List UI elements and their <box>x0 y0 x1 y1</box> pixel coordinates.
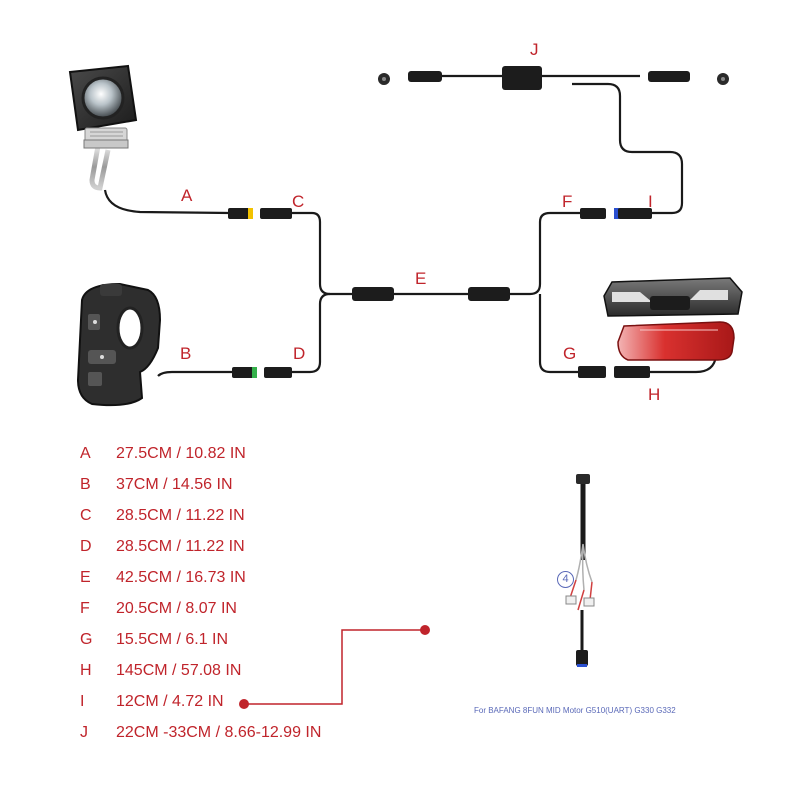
measurement-key: B <box>80 476 91 493</box>
connector-b <box>232 367 257 378</box>
connector-g <box>578 366 606 378</box>
measurement-value: 12CM / 4.72 IN <box>116 693 224 710</box>
measurement-row: B 37CM / 14.56 IN <box>80 477 233 493</box>
junction-right <box>468 287 510 301</box>
pointer-line <box>239 625 430 709</box>
measurement-value: 20.5CM / 8.07 IN <box>116 600 237 617</box>
wire-label-f: F <box>562 192 573 211</box>
measurement-key: F <box>80 600 90 617</box>
wire-label-g: G <box>563 344 577 363</box>
measurement-key: D <box>80 538 92 555</box>
wire-label-a: A <box>181 186 193 205</box>
wire-label-h: H <box>648 385 661 404</box>
measurement-key: C <box>80 507 92 524</box>
wire-label-d: D <box>293 344 306 363</box>
measurement-row: C 28.5CM / 11.22 IN <box>80 508 245 524</box>
measurement-value: 145CM / 57.08 IN <box>116 662 242 679</box>
measurement-row: I 12CM / 4.72 IN <box>80 694 224 710</box>
measurement-row: F 20.5CM / 8.07 IN <box>80 601 237 617</box>
measurement-value: 28.5CM / 11.22 IN <box>116 507 245 524</box>
wire-label-e: E <box>415 269 427 288</box>
cable-harness <box>103 74 718 377</box>
measurement-key: H <box>80 662 92 679</box>
handlebar-switch-icon <box>76 282 162 407</box>
measurement-value: 28.5CM / 11.22 IN <box>116 538 245 555</box>
measurement-key: I <box>80 693 85 710</box>
j-connector-left <box>378 71 442 85</box>
measurement-row: D 28.5CM / 11.22 IN <box>80 539 245 555</box>
measurement-row: G 15.5CM / 6.1 IN <box>80 632 228 648</box>
measurement-value: 15.5CM / 6.1 IN <box>116 631 229 648</box>
measurement-key: E <box>80 569 91 586</box>
measurement-row: E 42.5CM / 16.73 IN <box>80 570 246 586</box>
wire-label-c: C <box>292 192 305 211</box>
measurement-value: 27.5CM / 10.82 IN <box>116 445 246 462</box>
connector-a <box>228 208 253 219</box>
junction-left <box>352 287 394 301</box>
connector-i <box>614 208 652 219</box>
wire-label-j: J <box>530 40 539 59</box>
connector-f <box>580 208 606 219</box>
headlight-icon <box>68 64 138 191</box>
circled-number-badge: 4 <box>557 571 574 588</box>
wire-label-b: B <box>180 344 192 363</box>
measurement-value: 37CM / 14.56 IN <box>116 476 233 493</box>
measurement-key: G <box>80 631 93 648</box>
measurement-value: 42.5CM / 16.73 IN <box>116 569 246 586</box>
product-caption: For BAFANG 8FUN MID Motor G510(UART) G33… <box>474 706 676 715</box>
measurement-row: H 145CM / 57.08 IN <box>80 663 241 679</box>
connector-d <box>264 367 292 378</box>
measurement-value: 22CM -33CM / 8.66-12.99 IN <box>116 724 322 741</box>
measurement-key: J <box>80 724 88 741</box>
measurement-key: A <box>80 445 91 462</box>
j-splitter <box>502 66 542 90</box>
j-connector-right <box>648 71 729 85</box>
extension-cable-icon <box>565 474 595 667</box>
connector-c <box>260 208 292 219</box>
measurement-row: A 27.5CM / 10.82 IN <box>80 446 246 462</box>
connector-h <box>614 366 650 378</box>
measurement-row: J 22CM -33CM / 8.66-12.99 IN <box>80 725 321 741</box>
wire-label-i: I <box>648 192 653 211</box>
taillight-icon <box>603 277 743 361</box>
